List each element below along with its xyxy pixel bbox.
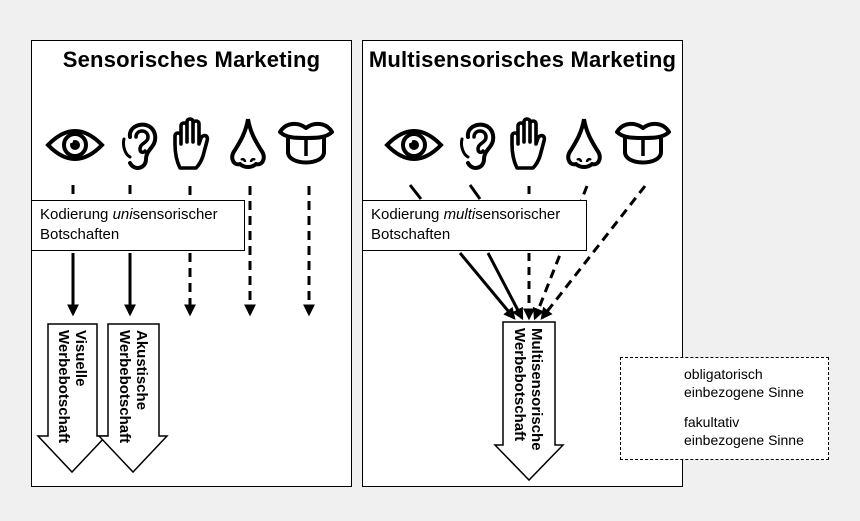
output-line2: Werbebotschaft	[116, 330, 133, 444]
ear-icon	[459, 122, 496, 170]
tongue-icon	[615, 121, 671, 165]
nose-icon	[566, 117, 602, 169]
output-line1: Visuelle	[72, 330, 89, 387]
output-line2: Werbebotschaft	[511, 328, 528, 442]
coding-italic: multi	[443, 206, 476, 223]
legend-solid-label: obligatorisch einbezogene Sinne	[684, 365, 804, 401]
legend-line1: fakultativ	[684, 414, 740, 430]
output-line2: Werbebotschaft	[55, 330, 72, 444]
coding-prefix: Kodierung	[371, 206, 444, 223]
acoustic-output-arrow	[97, 323, 169, 474]
coding-italic: uni	[112, 206, 133, 223]
legend-line2: einbezogene Sinne	[684, 432, 804, 448]
legend-line1: obligatorisch	[684, 366, 763, 382]
coding-line2: Botschaften	[40, 226, 120, 243]
nose-icon	[230, 117, 266, 169]
sensory-marketing-title: Sensorisches Marketing	[62, 47, 321, 72]
output-line1: Akustische	[133, 330, 150, 411]
hand-icon	[173, 117, 210, 170]
legend-dashed-label: fakultativ einbezogene Sinne	[684, 413, 804, 449]
legend: obligatorisch einbezogene Sinne fakultat…	[620, 357, 829, 460]
visual-output-arrow	[36, 323, 108, 474]
coding-suffix: sensorischer	[475, 206, 561, 223]
coding-prefix: Kodierung	[40, 206, 113, 223]
output-line1: Multisensorische	[528, 328, 545, 451]
sensory-arrows	[67, 185, 315, 317]
tongue-icon	[278, 121, 334, 165]
unisensory-coding-box: Kodierung unisensorischer Botschaften	[31, 200, 245, 251]
coding-suffix: sensorischer	[132, 206, 218, 223]
hand-icon	[510, 117, 547, 170]
eye-icon	[385, 129, 443, 161]
coding-line2: Botschaften	[371, 226, 451, 243]
legend-line2: einbezogene Sinne	[684, 384, 804, 400]
ear-icon	[121, 122, 158, 170]
multisensory-marketing-title: Multisensorisches Marketing	[368, 47, 677, 72]
multisensory-coding-box: Kodierung multisensorischer Botschaften	[362, 200, 587, 251]
multisensory-output-arrow	[493, 321, 565, 482]
eye-icon	[46, 129, 104, 161]
